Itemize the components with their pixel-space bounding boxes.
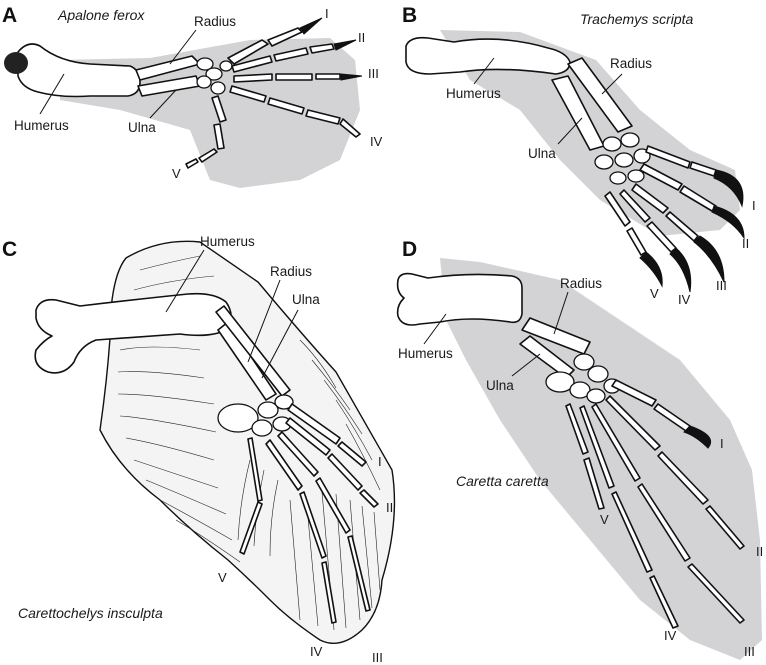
panel-c-humerus-bone (34, 292, 232, 374)
panel-b-humerus-leader (473, 57, 495, 85)
panel-d-radius-leader (553, 291, 569, 335)
panel-d-humerus-bone (396, 272, 523, 326)
panel-c-ulna-label: Ulna (292, 292, 320, 307)
panel-c-radius-bone (217, 321, 277, 401)
panel-c-digit-2: II (386, 500, 393, 515)
panel-d-ulna-bone (519, 335, 575, 379)
panel-b-digits (604, 145, 745, 293)
panel-a-letter: A (2, 4, 17, 27)
panel-c-radius-leader (247, 279, 281, 363)
panel-a-humerus-leader (39, 73, 65, 115)
panel-b-digit-1: I (752, 198, 756, 213)
panel-a-ulna-leader (149, 89, 177, 119)
panel-b-carpals (594, 132, 651, 185)
panel-b-ulna-leader (557, 117, 583, 145)
panel-d-digit-5: V (600, 512, 609, 527)
panel-c-letter: C (2, 238, 17, 261)
panel-b-radius-label: Radius (610, 56, 652, 71)
panel-c-radius-label: Radius (270, 264, 312, 279)
panel-c-digit-1: I (378, 454, 382, 469)
panel-c-ulna-leader (261, 309, 299, 379)
panel-a-radius-leader (169, 29, 197, 65)
panel-b-letter: B (402, 4, 417, 27)
panel-a-humerus-bone (17, 43, 141, 98)
panel-a-digit-5: V (172, 166, 181, 181)
panel-b-humerus-label: Humerus (446, 86, 501, 101)
panel-c: C Humerus Radius Ulna Carettochelys insc… (2, 234, 396, 665)
panel-a-humeral-head (4, 52, 28, 74)
panel-d-humerus-leader (423, 313, 447, 345)
panel-a-digits (185, 17, 363, 169)
panel-c-digits (239, 403, 379, 624)
panel-a-carpals (196, 57, 233, 95)
panel-b-ulna-label: Ulna (528, 146, 556, 161)
panel-b-digit-2: II (742, 236, 749, 251)
panel-b-radius-leader (601, 73, 623, 95)
panel-b-digit-4: IV (678, 292, 691, 307)
panel-d-digit-3: III (744, 644, 755, 659)
panel-b-digit-3: III (716, 278, 727, 293)
panel-a-digit-1: I (325, 6, 329, 21)
panel-a-digit-3: III (368, 66, 379, 81)
panel-d-letter: D (402, 238, 417, 261)
panel-d-digit-4: IV (664, 628, 677, 643)
panel-d-digit-1: I (720, 436, 724, 451)
panel-b: B Trachemys scripta Radius Ulna Humerus … (402, 4, 756, 307)
panel-d-radius-label: Radius (560, 276, 602, 291)
panel-d-ulna-label: Ulna (486, 378, 514, 393)
panel-c-humerus-leader (165, 249, 205, 313)
panel-c-ulna-bone (215, 305, 291, 397)
panel-c-digit-5: V (218, 570, 227, 585)
panel-d-radius-bone (521, 317, 591, 355)
panel-d-species-name: Caretta caretta (456, 473, 549, 489)
panel-d: D Radius Ulna Humerus Caretta caretta I … (396, 238, 763, 660)
panel-c-digit-3: III (372, 650, 383, 665)
panel-b-humerus-bone (405, 36, 571, 75)
panel-d-carpals (545, 353, 621, 404)
panel-b-radius-bone (567, 57, 633, 133)
panel-c-carpals (217, 394, 294, 437)
panel-d-digit-2: II (756, 544, 763, 559)
panel-a-species-name: Apalone ferox (57, 7, 145, 23)
panel-c-humerus-label: Humerus (200, 234, 255, 249)
panel-b-digit-5: V (650, 286, 659, 301)
panel-a-digit-2: II (358, 30, 365, 45)
panel-d-ulna-leader (511, 353, 541, 377)
panel-a-radius-label: Radius (194, 14, 236, 29)
panel-c-digit-4: IV (310, 644, 323, 659)
panel-a-ulna-label: Ulna (128, 120, 156, 135)
panel-d-humerus-label: Humerus (398, 346, 453, 361)
panel-b-species-name: Trachemys scripta (580, 11, 694, 27)
panel-a: A Apalone ferox Radius Ulna Humerus I II… (2, 4, 383, 188)
panel-a-digit-4: IV (370, 134, 383, 149)
panel-c-species-name: Carettochelys insculpta (18, 605, 163, 621)
panel-d-digits (565, 379, 745, 629)
panel-a-humerus-label: Humerus (14, 118, 69, 133)
